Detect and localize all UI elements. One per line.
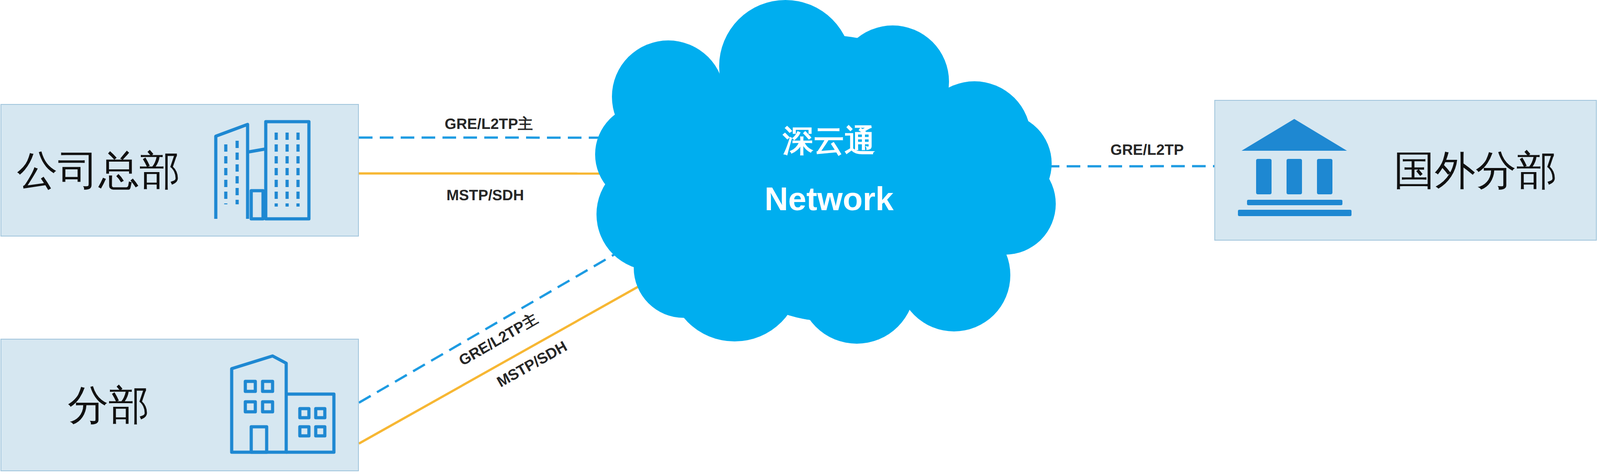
tunnel-link	[358, 136, 614, 139]
box-fill	[0, 338, 359, 472]
site-name: 国外分部	[1393, 148, 1558, 194]
site-name: 公司总部	[16, 148, 181, 194]
cloud-lobe	[897, 218, 1011, 332]
branch-icon	[231, 356, 334, 453]
headquarters-box: 公司总部	[0, 104, 359, 237]
box-fill	[1214, 99, 1597, 241]
cloud-lobe	[798, 227, 915, 344]
overseas-branch-box: 国外分部	[1214, 99, 1597, 241]
link-label: MSTP/SDH	[443, 186, 527, 204]
link-label: GRE/L2TP	[1107, 141, 1187, 159]
office-icon	[215, 121, 309, 219]
network-cloud: 深云通 Network	[601, 0, 1057, 346]
cloud-lobe	[719, 0, 852, 133]
cloud-title: Network	[764, 181, 894, 218]
branch-box: 分部	[0, 338, 359, 472]
cloud-lobe	[951, 113, 1052, 214]
tunnel-link	[358, 249, 623, 403]
cloud-title: 深云通	[782, 123, 876, 158]
leased-line	[358, 172, 602, 175]
institution-icon	[1237, 119, 1352, 217]
link-label: GRE/L2TP主	[441, 115, 536, 133]
cloud-lobe	[633, 218, 734, 319]
leased-line	[358, 283, 645, 444]
cloud-lobe	[595, 104, 696, 205]
tunnel-link	[1045, 165, 1215, 168]
cloud-shape	[601, 0, 1057, 346]
box-fill	[0, 104, 359, 237]
site-name: 分部	[67, 382, 150, 428]
